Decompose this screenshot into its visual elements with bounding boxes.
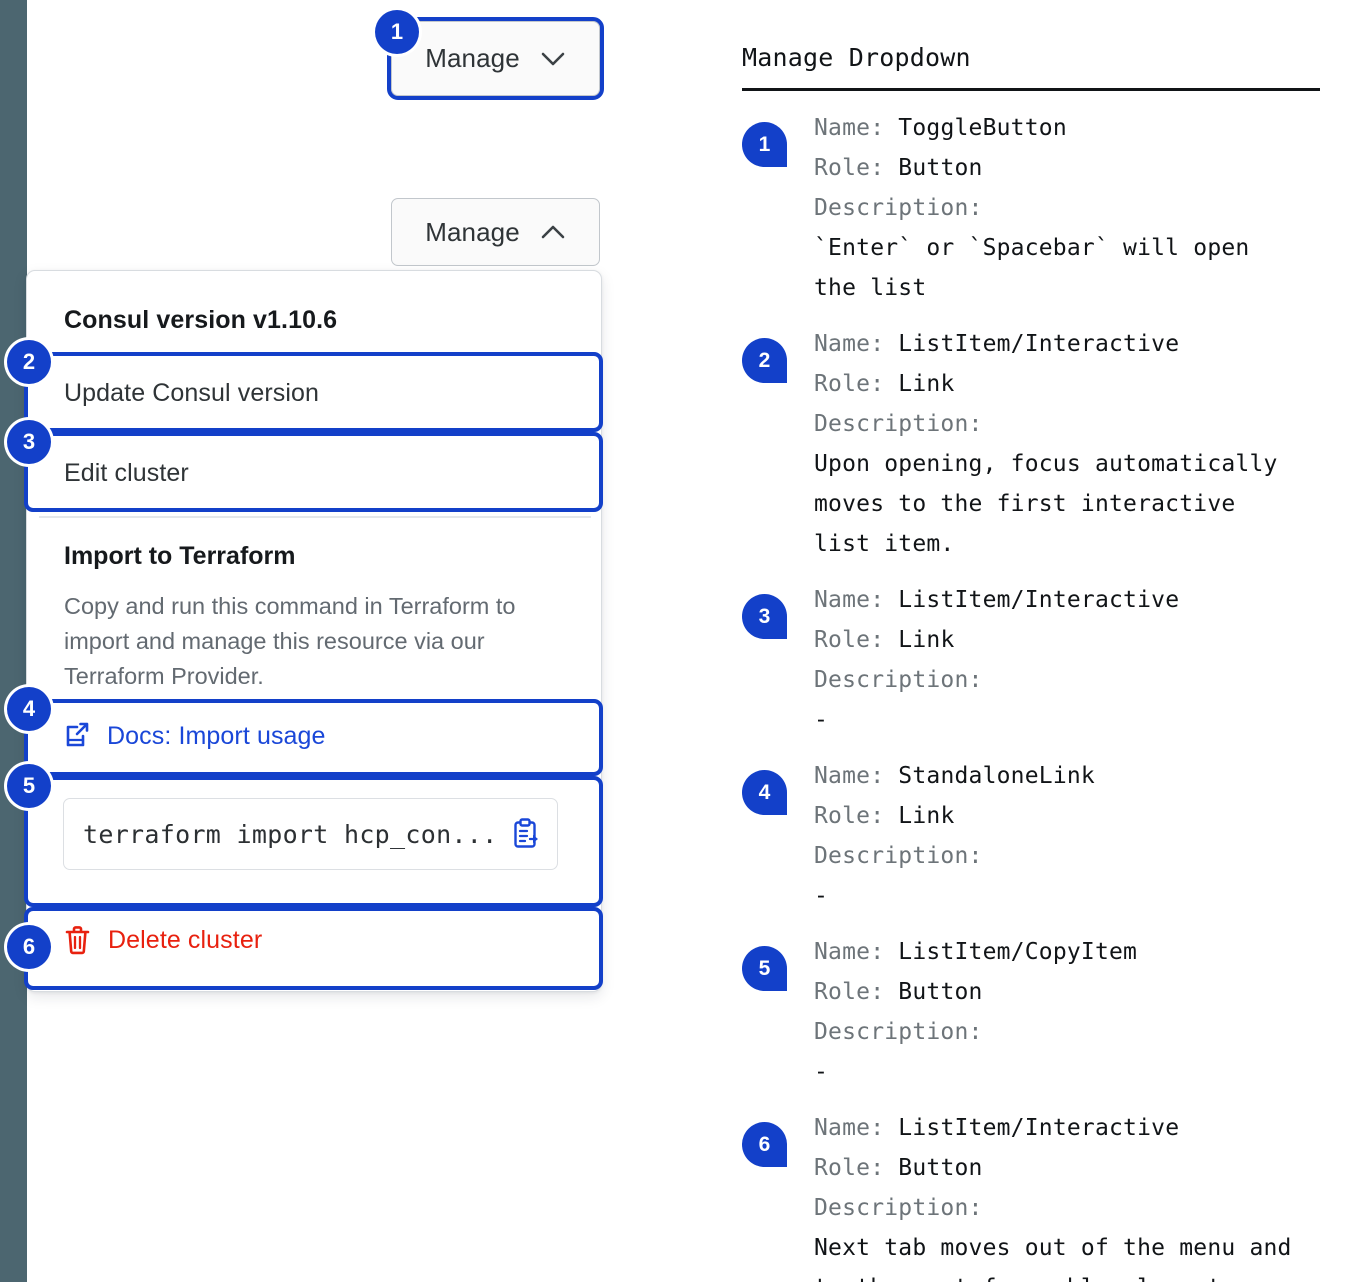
legend-name-value: ToggleButton [898, 115, 1067, 141]
legend-badge-2: 2 [742, 338, 787, 383]
delete-cluster-label: Delete cluster [108, 925, 263, 954]
legend-field-label: Description: [814, 411, 997, 437]
legend-description-value: `Enter` or `Spacebar` will open the list [814, 235, 1250, 301]
legend-field-label: Name: [814, 587, 899, 613]
legend-description-value: Upon opening, focus automatically moves … [814, 451, 1278, 557]
legend-field-label: Role: [814, 979, 899, 1005]
legend-name-value: StandaloneLink [898, 763, 1095, 789]
docs-link-label: Docs: Import usage [107, 721, 326, 750]
legend-name-value: ListItem/Interactive [898, 331, 1180, 357]
legend-role-value: Link [898, 627, 955, 653]
legend-field-label: Role: [814, 155, 899, 181]
menu-item-label: Update Consul version [64, 378, 320, 407]
terraform-command-text: terraform import hcp_con... [83, 819, 498, 849]
external-link-document-icon [64, 722, 91, 750]
menu-item-delete-cluster[interactable]: Delete cluster [27, 902, 603, 978]
legend-role-value: Button [898, 1155, 983, 1181]
legend-field-label: Role: [814, 627, 899, 653]
callout-badge-6: 6 [7, 925, 51, 969]
callout-badge-2: 2 [7, 340, 51, 384]
legend-field-label: Description: [814, 667, 997, 693]
legend-title: Manage Dropdown [742, 43, 971, 72]
docs-import-usage-link[interactable]: Docs: Import usage [27, 700, 603, 772]
legend-description-value: Next tab moves out of the menu and to th… [814, 1235, 1292, 1282]
legend-role-value: Button [898, 155, 983, 181]
legend-field-label: Description: [814, 843, 997, 869]
legend-description-value: - [814, 1059, 829, 1085]
menu-item-update-consul-version[interactable]: Update Consul version [27, 353, 603, 433]
legend-name-value: ListItem/Interactive [898, 1115, 1180, 1141]
legend-field-label: Name: [814, 1115, 899, 1141]
legend-badge-1: 1 [742, 122, 787, 167]
annotated-ui-pane: Manage 1 Manage Consul version v1.10.6 U… [7, 10, 604, 992]
legend-role-value: Link [898, 803, 955, 829]
left-edge-bar [0, 0, 27, 1282]
legend-badge-4: 4 [742, 770, 787, 815]
legend-field-label: Name: [814, 763, 899, 789]
import-to-terraform-heading: Import to Terraform [64, 542, 296, 570]
manage-toggle-label-open: Manage [425, 216, 520, 247]
menu-divider [39, 516, 591, 518]
manage-dropdown-panel: Consul version v1.10.6 Update Consul ver… [26, 270, 602, 992]
callout-badge-4: 4 [7, 687, 51, 731]
legend-name-value: ListItem/CopyItem [898, 939, 1138, 965]
legend-badge-3: 3 [742, 594, 787, 639]
menu-item-edit-cluster[interactable]: Edit cluster [27, 433, 603, 513]
legend-field-label: Role: [814, 1155, 899, 1181]
legend-badge-6: 6 [742, 1122, 787, 1167]
chevron-up-icon [540, 224, 566, 240]
legend-field-label: Description: [814, 1195, 997, 1221]
legend-description-value: - [814, 883, 829, 909]
legend-field-label: Role: [814, 371, 899, 397]
chevron-down-icon [540, 51, 566, 67]
callout-badge-1: 1 [375, 10, 419, 54]
legend-field-label: Role: [814, 803, 899, 829]
legend-role-value: Button [898, 979, 983, 1005]
terraform-command-region: terraform import hcp_con... [27, 772, 603, 902]
legend-divider [742, 88, 1320, 91]
legend-field-label: Description: [814, 1019, 997, 1045]
legend-description-value: - [814, 707, 829, 733]
legend-field-label: Name: [814, 939, 899, 965]
callout-badge-5: 5 [7, 764, 51, 808]
legend-badge-5: 5 [742, 946, 787, 991]
clipboard-copy-icon[interactable] [510, 818, 540, 850]
manage-toggle-button-closed[interactable]: Manage [391, 21, 600, 96]
callout-badge-3: 3 [7, 420, 51, 464]
legend-field-label: Name: [814, 115, 899, 141]
manage-toggle-button-open[interactable]: Manage [391, 198, 600, 266]
trash-icon [64, 925, 91, 955]
legend-field-label: Description: [814, 195, 997, 221]
manage-toggle-label: Manage [425, 43, 520, 73]
terraform-command-copy-box[interactable]: terraform import hcp_con... [63, 798, 558, 870]
menu-item-label: Edit cluster [64, 458, 189, 487]
consul-version-heading: Consul version v1.10.6 [64, 306, 338, 334]
import-to-terraform-description: Copy and run this command in Terraform t… [64, 593, 516, 689]
legend-field-label: Name: [814, 331, 899, 357]
legend-role-value: Link [898, 371, 955, 397]
legend-name-value: ListItem/Interactive [898, 587, 1180, 613]
